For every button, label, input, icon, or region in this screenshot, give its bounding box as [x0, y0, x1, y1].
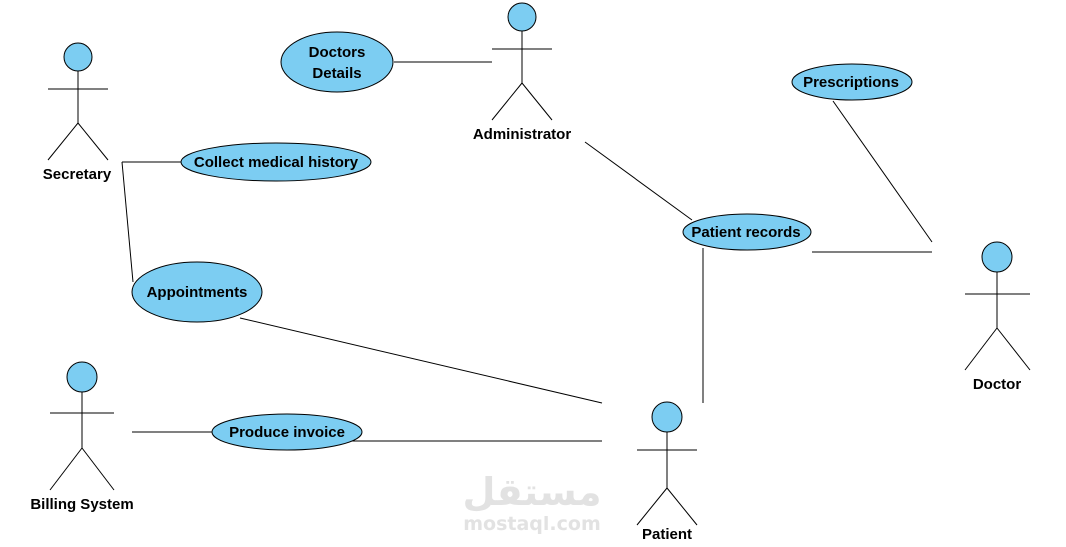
use-case-label: Prescriptions: [803, 74, 899, 91]
actor-doctor[interactable]: Doctor: [964, 241, 1031, 393]
use-case-appointments[interactable]: Appointments: [131, 261, 263, 323]
use-case-ellipse: [791, 63, 913, 101]
use-case-ellipse: [180, 142, 372, 182]
use-case-label: Patient records: [691, 224, 800, 241]
actor-label: Administrator: [473, 126, 572, 143]
stick-figure-icon: [47, 42, 109, 161]
stick-figure-icon: [636, 401, 698, 526]
watermark-latin: mostaql.com: [463, 513, 601, 535]
use-case-label: Appointments: [147, 284, 248, 301]
associations: [121, 61, 933, 442]
assoc-patient-appointments: [239, 317, 603, 404]
actor-patient[interactable]: Patient: [636, 401, 698, 543]
use-case-label-line1: Doctors: [309, 44, 366, 61]
watermark-arabic: مستقل: [463, 470, 602, 514]
stick-figure-icon: [491, 2, 553, 121]
use-case-ellipse: [211, 413, 363, 451]
actor-label: Billing System: [30, 496, 133, 513]
use-case-ellipse: [682, 213, 812, 251]
use-case-label-line2: Details: [312, 65, 361, 82]
use-case-ellipse: [280, 31, 394, 93]
use-case-prescriptions[interactable]: Prescriptions: [791, 63, 913, 101]
actor-billing-system[interactable]: Billing System: [30, 361, 134, 513]
actor-label: Secretary: [43, 166, 112, 183]
assoc-doctor-prescriptions: [832, 100, 933, 243]
actor-label: Patient: [642, 526, 692, 543]
mostaql-watermark: مستقل mostaql.com: [463, 470, 602, 535]
use-case-patient-records[interactable]: Patient records: [682, 213, 812, 251]
actor-secretary[interactable]: Secretary: [43, 42, 112, 183]
stick-figure-icon: [49, 361, 115, 491]
assoc-admin-patient-records: [584, 141, 693, 221]
use-case-label: Collect medical history: [194, 154, 359, 171]
use-case-ellipse: [131, 261, 263, 323]
use-case-collect-medical-history[interactable]: Collect medical history: [180, 142, 372, 182]
stick-figure-icon: [964, 241, 1031, 371]
use-case-doctors-details[interactable]: Doctors Details: [280, 31, 394, 93]
use-case-label: Produce invoice: [229, 424, 345, 441]
assoc-secretary-appointments: [121, 161, 134, 283]
actor-administrator[interactable]: Administrator: [473, 2, 572, 143]
actor-label: Doctor: [973, 376, 1021, 393]
use-case-produce-invoice[interactable]: Produce invoice: [211, 413, 363, 451]
